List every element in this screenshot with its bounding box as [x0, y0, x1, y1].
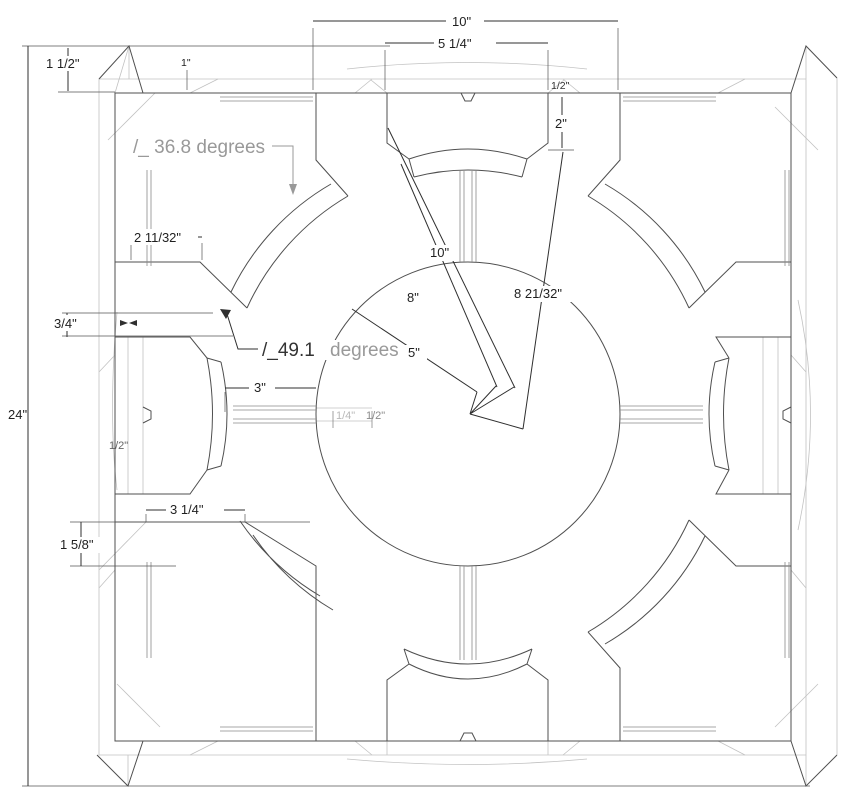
dim-line-radius-8: [400, 163, 498, 388]
wireframe-main: [96, 45, 838, 787]
dim-label-three-quarter: 3/4": [54, 316, 77, 331]
dim-label-bottom-gap: 3 1/4": [170, 502, 204, 517]
corner-cap-bottom-left: [115, 520, 334, 741]
corner-tip-top-left: [98, 45, 144, 94]
dim-label-one-inch: 1": [181, 57, 191, 69]
arm-bottom: [459, 566, 477, 660]
corner-tip-top-right: [790, 45, 838, 94]
angle-label-49-1-value: /_49.1: [262, 340, 315, 361]
corner-cap-top-right: [587, 93, 791, 309]
edge-bumper-top: [386, 93, 549, 178]
dim-label-outer-width: 10": [452, 14, 471, 29]
arm-top: [459, 171, 477, 262]
radius-label-5: 5": [408, 345, 420, 360]
edge-bumper-bottom: [386, 648, 549, 741]
corner-cap-top-left: [115, 93, 349, 309]
notch-bottom: [459, 732, 477, 742]
dim-label-corner-width: 2 11/32": [134, 230, 181, 245]
notch-right: [782, 406, 792, 424]
label-backgrounds: [44, 13, 579, 553]
dim-label-corner-offset: 1 1/2": [46, 56, 80, 71]
center-circle: [315, 261, 621, 567]
arm-left: [233, 405, 316, 424]
radius-label-8-21-32: 8 21/32": [514, 286, 562, 301]
angle-label-49-1-unit: degrees: [330, 340, 399, 361]
notch-left: [142, 406, 152, 424]
corner-cap-bottom-right: [587, 519, 791, 741]
dim-label-half-left: 1/2": [109, 440, 128, 452]
radius-label-10: 10": [430, 245, 449, 260]
panel-gap-top-left: [146, 96, 313, 266]
dim-label-gap-three: 3": [254, 380, 266, 395]
dim-label-bumper-width: 5 1/4": [438, 36, 472, 51]
panel-gap-top-right: [623, 96, 790, 266]
dimension-lines: [27, 20, 618, 786]
edge-bumper-left: [115, 336, 228, 495]
radius-label-8: 8": [407, 290, 419, 305]
edge-bumper-right: [708, 336, 791, 495]
dim-label-overall-height: 24": [8, 407, 27, 422]
notch-top: [460, 92, 476, 102]
dim-label-quarter: 1/4": [336, 410, 355, 422]
wireframe-light-lines: [98, 45, 838, 786]
dim-label-bottom-offset: 1 5/8": [60, 537, 94, 552]
dimension-labels: 24" 1 1/2" 1" 10" 5 1/4" 1/2" 2" /_ 36.8…: [8, 14, 570, 552]
dim-label-half-top-right: 1/2": [551, 80, 570, 92]
panel-gap-bottom-right: [623, 562, 790, 732]
corner-tip-bottom-left: [96, 740, 144, 787]
leader-angle-49-arrow: [220, 309, 231, 319]
leader-angle-36-arrow: [289, 184, 297, 195]
dimension-extension-lines: [22, 28, 810, 787]
leader-angle-36: [268, 145, 294, 186]
arm-right: [620, 405, 703, 424]
center-fan: [469, 385, 524, 430]
corner-tip-bottom-right: [790, 740, 838, 787]
tiny-arrow-left: [129, 320, 137, 326]
angle-label-36-8: /_ 36.8 degrees: [133, 137, 265, 158]
dim-label-two-inch: 2": [555, 116, 567, 131]
panel-gap-bottom-left: [146, 562, 313, 732]
dim-label-half-center: 1/2": [366, 410, 385, 422]
tiny-arrow-right: [120, 320, 128, 326]
leader-angle-49: [226, 313, 260, 350]
